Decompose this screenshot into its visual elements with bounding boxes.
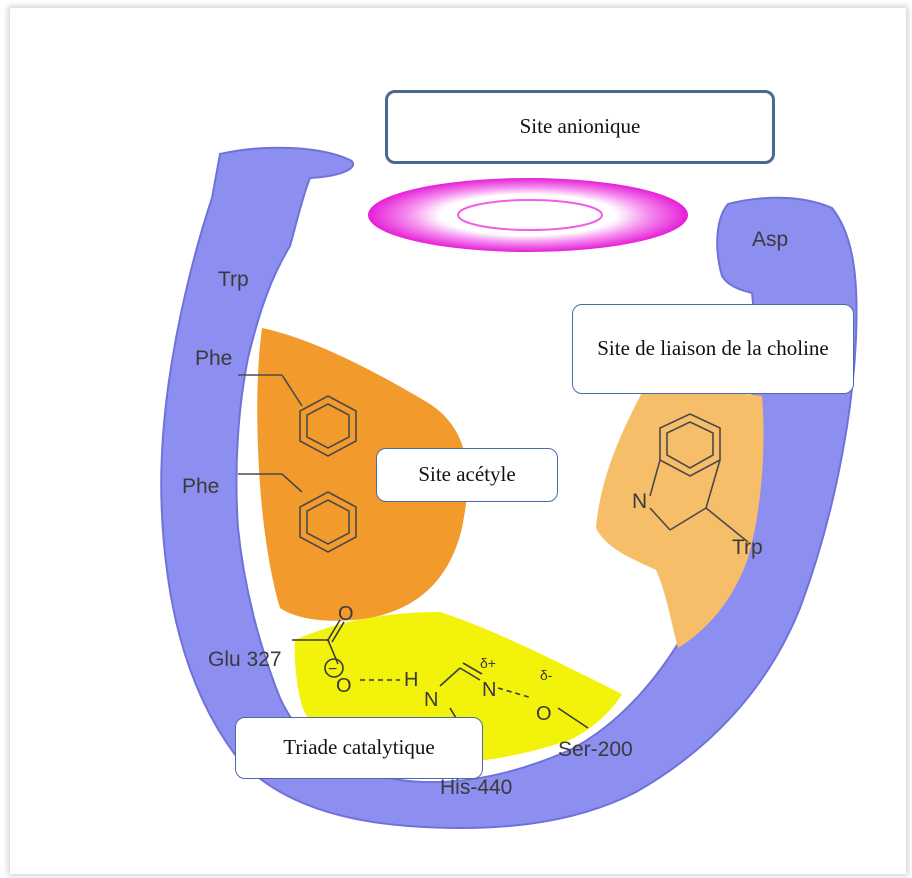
atom-o-carboxylate: O bbox=[336, 675, 352, 697]
callout-anionic-text: Site anionique bbox=[519, 114, 641, 139]
his-label: His-440 bbox=[440, 776, 512, 799]
callout-catalytic-triad: Triade catalytique bbox=[235, 717, 483, 779]
anionic-site-ring-hole bbox=[457, 199, 603, 231]
indole-structure bbox=[649, 413, 749, 543]
trp-right-label: Trp bbox=[732, 536, 763, 559]
trp-left-label: Trp bbox=[218, 268, 249, 291]
atom-o-ser: O bbox=[536, 703, 552, 725]
triad-bonds bbox=[292, 619, 589, 729]
diagram-frame: Trp Asp Phe Phe N Trp Glu 327 His-440 Se… bbox=[10, 8, 906, 874]
callout-choline-site: Site de liaison de la choline bbox=[572, 304, 854, 394]
callout-choline-text: Site de liaison de la choline bbox=[597, 336, 829, 361]
delta-minus: δ- bbox=[540, 667, 553, 683]
asp-label: Asp bbox=[752, 228, 788, 251]
callout-acetyl-text: Site acétyle bbox=[418, 462, 516, 487]
phe-top-label: Phe bbox=[195, 347, 232, 370]
choline-site-region bbox=[596, 378, 764, 648]
callout-anionic-site: Site anionique bbox=[385, 90, 775, 164]
phe-bottom-label: Phe bbox=[182, 475, 219, 498]
atom-h: H bbox=[404, 669, 418, 691]
ser-label: Ser-200 bbox=[558, 738, 633, 761]
phe-top-structure bbox=[238, 374, 357, 457]
delta-plus: δ+ bbox=[480, 655, 496, 671]
atom-minus: − bbox=[328, 661, 337, 678]
phe-bottom-structure bbox=[238, 473, 357, 553]
indole-n-label: N bbox=[632, 490, 647, 513]
callout-acetyl-site: Site acétyle bbox=[376, 448, 558, 502]
glu-label: Glu 327 bbox=[208, 648, 282, 671]
callout-triad-text: Triade catalytique bbox=[283, 735, 435, 760]
atom-o-carbonyl: O bbox=[338, 603, 354, 625]
acetyl-site-region bbox=[257, 328, 468, 621]
atom-n2: N bbox=[482, 679, 496, 701]
protein-backbone bbox=[160, 146, 858, 830]
atom-n1: N bbox=[424, 689, 438, 711]
